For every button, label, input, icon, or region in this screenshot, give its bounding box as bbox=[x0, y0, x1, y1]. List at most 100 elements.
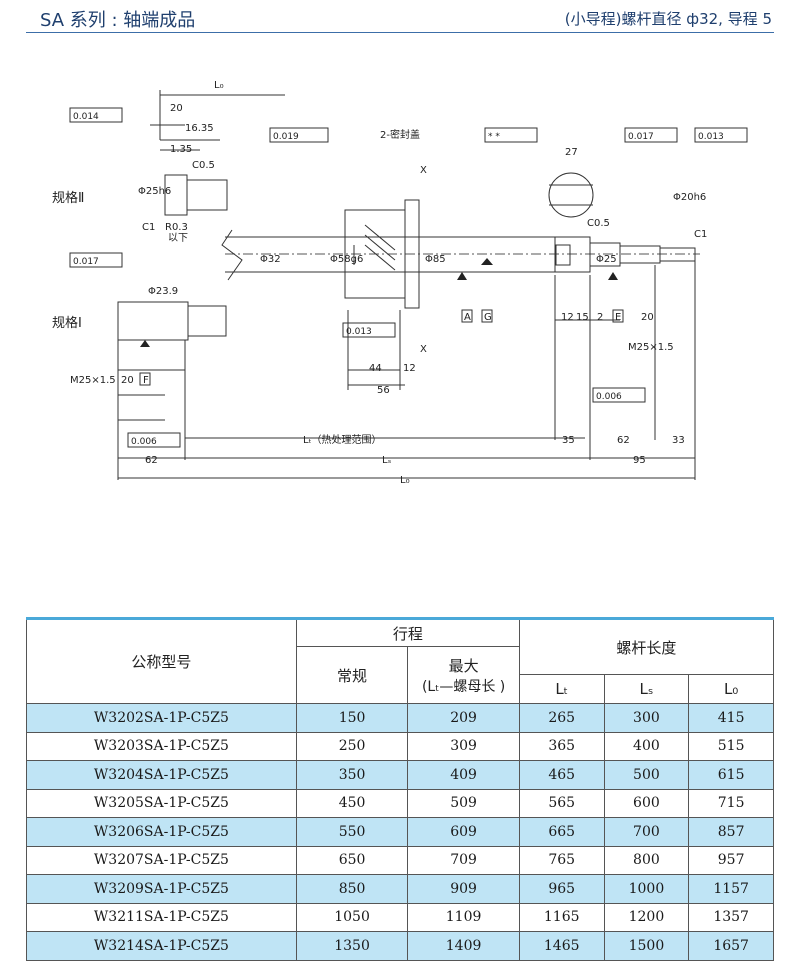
cell-model: W3205SA-1P-C5Z5 bbox=[26, 788, 297, 818]
tol-0013e: 0.013 bbox=[698, 132, 724, 142]
cell-model: W3214SA-1P-C5Z5 bbox=[26, 931, 297, 961]
cell-lt: 465 bbox=[518, 760, 605, 790]
dim-56: 56 bbox=[377, 385, 390, 396]
dim-16-35: 16.35 bbox=[185, 123, 214, 134]
cell-max: 309 bbox=[407, 731, 520, 761]
dim-phi25: Φ25 bbox=[596, 254, 617, 265]
tol-0006e: 0.006 bbox=[596, 392, 622, 402]
cell-max: 1109 bbox=[407, 902, 520, 932]
table-row: W3209SA-1P-C5Z5 850 909 965 1000 1157 bbox=[26, 874, 774, 904]
table-row: W3203SA-1P-C5Z5 250 309 365 400 515 bbox=[26, 731, 774, 761]
chamfer-c1b: C1 bbox=[694, 229, 707, 240]
tol-0019: 0.019 bbox=[273, 132, 299, 142]
page-subtitle: (小导程)螺杆直径 ф32, 导程 5 bbox=[564, 10, 772, 28]
section-x-bottom: X bbox=[420, 344, 427, 355]
table-row: W3207SA-1P-C5Z5 650 709 765 800 957 bbox=[26, 845, 774, 875]
cell-lo: 1357 bbox=[688, 902, 774, 932]
tol-stars: * * bbox=[488, 132, 500, 142]
cell-normal: 250 bbox=[295, 731, 409, 761]
cell-ls: 700 bbox=[603, 817, 690, 847]
datum-g: G bbox=[484, 312, 492, 323]
dim-44: 44 bbox=[369, 363, 382, 374]
label-spec-1: 规格Ⅰ bbox=[52, 315, 82, 331]
cell-ls: 1500 bbox=[603, 931, 690, 961]
dim-15: 15 bbox=[576, 312, 589, 323]
table-row: W3202SA-1P-C5Z5 150 209 265 300 415 bbox=[26, 703, 774, 733]
cell-model: W3207SA-1P-C5Z5 bbox=[26, 845, 297, 875]
cell-lt: 265 bbox=[518, 703, 605, 733]
tol-0013: 0.013 bbox=[346, 327, 372, 337]
thread-m25b: M25×1.5 bbox=[628, 342, 674, 353]
page-title: SA 系列 : 轴端成品 bbox=[40, 10, 196, 31]
thread-m25: M25×1.5 bbox=[70, 375, 116, 386]
col-max: 最大 (Lₜ—螺母长 ) bbox=[407, 646, 520, 704]
dim-33: 33 bbox=[672, 435, 685, 446]
dim-ls: Lₛ bbox=[382, 455, 392, 466]
tol-0017b: 0.017 bbox=[628, 132, 654, 142]
cell-max: 1409 bbox=[407, 931, 520, 961]
cell-model: W3209SA-1P-C5Z5 bbox=[26, 874, 297, 904]
cell-normal: 550 bbox=[295, 817, 409, 847]
cell-lo: 1657 bbox=[688, 931, 774, 961]
cell-max: 709 bbox=[407, 845, 520, 875]
col-max-title: 最大 bbox=[448, 656, 479, 675]
cell-lt: 965 bbox=[518, 874, 605, 904]
cell-ls: 300 bbox=[603, 703, 690, 733]
cell-normal: 850 bbox=[295, 874, 409, 904]
dim-phi20h6: Φ20h6 bbox=[673, 192, 706, 203]
datum-a: A bbox=[464, 312, 471, 323]
cell-ls: 1200 bbox=[603, 902, 690, 932]
dim-phi32: Φ32 bbox=[260, 254, 281, 265]
col-ls: Lₛ bbox=[603, 674, 690, 704]
cell-ls: 600 bbox=[603, 788, 690, 818]
cell-model: W3206SA-1P-C5Z5 bbox=[26, 817, 297, 847]
cell-max: 609 bbox=[407, 817, 520, 847]
spec-table: 公称型号 行程 螺杆长度 常规 最大 (Lₜ—螺母长 ) Lₜ Lₛ L₀ W3… bbox=[26, 617, 775, 961]
cell-ls: 500 bbox=[603, 760, 690, 790]
table-row: W3204SA-1P-C5Z5 350 409 465 500 615 bbox=[26, 760, 774, 790]
label-yixia: 以下 bbox=[168, 233, 188, 244]
dim-1-35: 1.35 bbox=[170, 144, 192, 155]
technical-drawing: L₀ 20 16.35 1.35 C0.5 C1 R0.3 以下 规格Ⅱ 规格Ⅰ… bbox=[52, 80, 748, 486]
table-row: W3205SA-1P-C5Z5 450 509 565 600 715 bbox=[26, 788, 774, 818]
cell-model: W3203SA-1P-C5Z5 bbox=[26, 731, 297, 761]
cell-lo: 415 bbox=[688, 703, 774, 733]
cell-max: 909 bbox=[407, 874, 520, 904]
chamfer-c1: C1 bbox=[142, 222, 155, 233]
cell-lo: 1157 bbox=[688, 874, 774, 904]
dim-l0-bottom: L₀ bbox=[400, 475, 410, 486]
chamfer-c05: C0.5 bbox=[192, 160, 215, 171]
cell-lt: 765 bbox=[518, 845, 605, 875]
dim-95: 95 bbox=[633, 455, 646, 466]
dim-phi58: Φ58g6 bbox=[330, 254, 363, 265]
cell-normal: 1350 bbox=[295, 931, 409, 961]
cell-lt: 1165 bbox=[518, 902, 605, 932]
cell-max: 209 bbox=[407, 703, 520, 733]
cell-lo: 615 bbox=[688, 760, 774, 790]
col-lo: L₀ bbox=[688, 674, 774, 704]
cell-normal: 1050 bbox=[295, 902, 409, 932]
radius-r03: R0.3 bbox=[165, 222, 188, 233]
tol-0017a: 0.017 bbox=[73, 257, 99, 267]
table-row: W3214SA-1P-C5Z5 1350 1409 1465 1500 1657 bbox=[26, 931, 774, 961]
col-lt: Lₜ bbox=[518, 674, 605, 704]
dim-20: 20 bbox=[170, 103, 183, 114]
cell-lt: 1465 bbox=[518, 931, 605, 961]
cell-normal: 450 bbox=[295, 788, 409, 818]
cell-lt: 665 bbox=[518, 817, 605, 847]
cell-lo: 857 bbox=[688, 817, 774, 847]
dim-20c: 20 bbox=[121, 375, 134, 386]
cell-max: 409 bbox=[407, 760, 520, 790]
cell-model: W3202SA-1P-C5Z5 bbox=[26, 703, 297, 733]
label-seal: 2-密封盖 bbox=[380, 128, 420, 141]
table-row: W3206SA-1P-C5Z5 550 609 665 700 857 bbox=[26, 817, 774, 847]
dim-lt-heat: Lₜ（热处理范围） bbox=[303, 433, 382, 446]
col-normal: 常规 bbox=[295, 646, 409, 704]
cell-lo: 715 bbox=[688, 788, 774, 818]
cell-ls: 1000 bbox=[603, 874, 690, 904]
cell-max: 509 bbox=[407, 788, 520, 818]
cell-model: W3204SA-1P-C5Z5 bbox=[26, 760, 297, 790]
cell-lt: 365 bbox=[518, 731, 605, 761]
header-divider bbox=[26, 32, 774, 33]
chamfer-c05b: C0.5 bbox=[587, 218, 610, 229]
